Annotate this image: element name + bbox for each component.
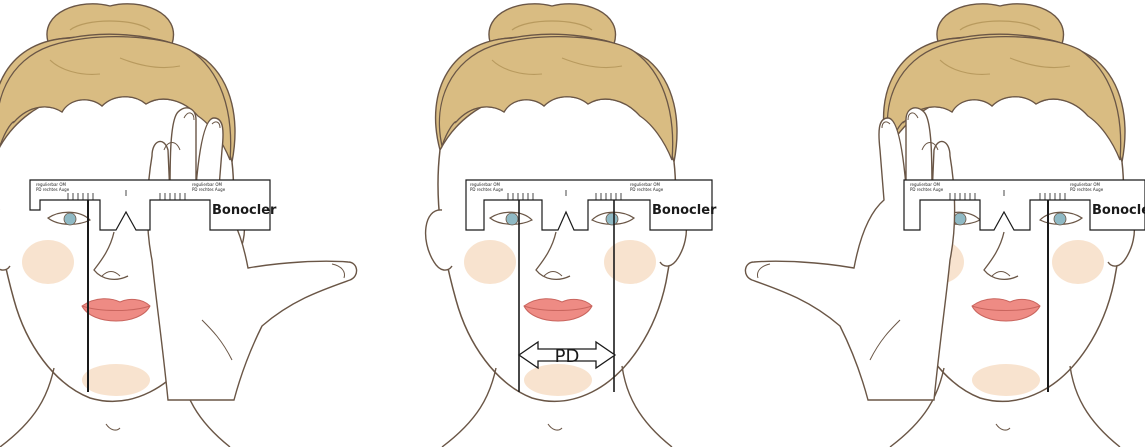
pd-label: PD: [555, 346, 580, 367]
card-label-right-2: PD rechtes Auge: [630, 187, 664, 192]
covering-hand-right-panel: [745, 108, 954, 400]
covering-hand-left-panel: [147, 108, 356, 400]
panel-middle: regulierbar OM PD rechtes Auge regulierb…: [426, 4, 717, 447]
card-label-left-2: PD rechtes Auge: [36, 187, 70, 192]
pd-arrow: PD: [519, 342, 615, 368]
brand-label: Bonocler: [652, 203, 717, 218]
card-label-left-2: PD rechtes Auge: [470, 187, 504, 192]
panel-right: regulierbar OM PD rechtes Auge regulierb…: [745, 4, 1145, 447]
brand-label: Bonocler: [212, 203, 277, 218]
card-label-right-2: PD rechtes Auge: [192, 187, 226, 192]
panel-left: regulierbar OM PD rechtes Auge regulierb…: [0, 4, 357, 447]
card-label-left-2: PD rechtes Auge: [910, 187, 944, 192]
card-label-right-2: PD rechtes Auge: [1070, 187, 1104, 192]
brand-label: Bonocler: [1092, 203, 1145, 218]
